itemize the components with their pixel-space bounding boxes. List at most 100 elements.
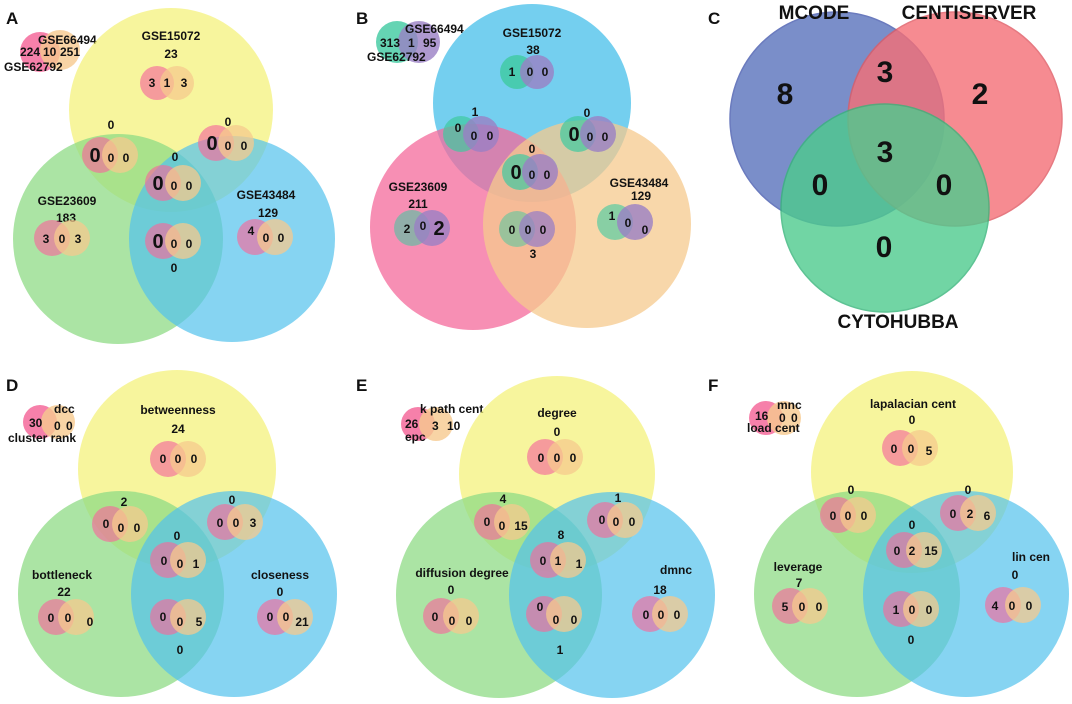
panel-label: D (6, 376, 18, 395)
subvenn-value: 0 (909, 603, 916, 617)
right-set-count: 0 (277, 585, 284, 599)
panel-label: F (708, 376, 718, 395)
right-set-count: 0 (1012, 568, 1019, 582)
top-left-count: 4 (500, 492, 507, 506)
subvenn-left: 0 0 0 (38, 599, 94, 635)
subvenn-value: 0 (542, 65, 549, 79)
bottom-count: 0 (177, 643, 184, 657)
subvenn-center: 0 1 1 (530, 542, 586, 578)
top-right-count: 0 (584, 106, 591, 120)
subvenn-value: 0 (225, 139, 232, 153)
mini-right-value: 95 (423, 36, 437, 50)
subvenn-value: 0 (206, 133, 217, 155)
subvenn-value: 3 (250, 516, 257, 530)
panel-label: B (356, 9, 368, 28)
mini-venn: k path cent 26 3 10 epc (401, 402, 483, 444)
left-set-count: 7 (796, 576, 803, 590)
subvenn-left: 5 0 0 (772, 588, 828, 624)
subvenn-value: 21 (295, 615, 309, 629)
subvenn-value: 0 (233, 516, 240, 530)
subvenn-value: 0 (263, 231, 270, 245)
subvenn-value: 4 (992, 599, 999, 613)
subvenn-value: 5 (782, 600, 789, 614)
mini-venn: GSE66494 224 10 251 GSE62792 (4, 30, 97, 74)
bottom-count: 3 (530, 247, 537, 261)
mini-right-set-name: k path cent (420, 402, 483, 416)
mini-middle-value: 10 (43, 45, 57, 59)
subvenn-value: 0 (161, 554, 168, 568)
top-left-count: 0 (848, 483, 855, 497)
mini-left-value: 313 (380, 36, 400, 50)
mini-right-value: 0 (791, 411, 798, 425)
subvenn-value: 1 (193, 557, 200, 571)
right-set-name: lin cen (1012, 550, 1050, 564)
left-set-name: diffusion degree (415, 566, 509, 580)
left-set-count: 211 (408, 197, 428, 211)
subvenn-value: 1 (555, 554, 562, 568)
subvenn-value: 0 (283, 610, 290, 624)
right-set-count: 129 (631, 189, 651, 203)
subvenn-center: 0 0 0 (502, 154, 558, 190)
subvenn-top-left: 0 0 0 (820, 497, 876, 533)
subvenn-top: 0 0 0 (527, 439, 583, 475)
panel-label: A (6, 9, 18, 28)
panel-label: E (356, 376, 367, 395)
subvenn-value: 0 (267, 610, 274, 624)
mini-right-set-name: mnc (777, 398, 802, 412)
subvenn-value: 1 (164, 76, 171, 90)
subvenn-value: 0 (48, 611, 55, 625)
subvenn-left: 2 0 2 (394, 210, 450, 246)
set-circle-cytohubba (780, 103, 990, 313)
subvenn-value: 0 (217, 516, 224, 530)
subvenn-value: 0 (529, 168, 536, 182)
subvenn-center: 0 2 15 (886, 532, 942, 568)
left-set-count: 0 (448, 583, 455, 597)
subvenn-value: 0 (527, 65, 534, 79)
subvenn-top: 3 1 3 (140, 66, 194, 100)
subvenn-bottom: 1 0 0 (883, 591, 939, 627)
subvenn-value: 0 (537, 600, 544, 614)
subvenn-value: 0 (658, 608, 665, 622)
subvenn-value: 0 (487, 129, 494, 143)
subvenn-value: 0 (570, 451, 577, 465)
right-set-name: GSE43484 (237, 188, 296, 202)
subvenn-right: 4 0 0 (985, 587, 1041, 623)
subvenn-value: 5 (196, 615, 203, 629)
subvenn-value: 5 (926, 444, 933, 458)
subvenn-value: 0 (134, 521, 141, 535)
subvenn-value: 0 (845, 509, 852, 523)
center-count: 0 (174, 529, 181, 543)
mini-right-value: 10 (447, 419, 461, 433)
subvenn-value: 0 (861, 509, 868, 523)
subvenn-value: 0 (160, 452, 167, 466)
subvenn-value: 0 (554, 451, 561, 465)
mini-middle-value: 0 (779, 411, 786, 425)
mini-left-set-name: GSE62792 (4, 60, 63, 74)
subvenn-value: 0 (894, 544, 901, 558)
top-left-count: 2 (121, 495, 128, 509)
subvenn-top-right: 0 0 0 (587, 502, 643, 538)
subvenn-value: 4 (248, 224, 255, 238)
subvenn-value: 0 (926, 603, 933, 617)
subvenn-value: 1 (609, 209, 616, 223)
subvenn-value: 0 (87, 615, 94, 629)
top-set-name: GSE15072 (503, 26, 562, 40)
subvenn-value: 0 (599, 513, 606, 527)
subvenn-value: 0 (950, 507, 957, 521)
subvenn-value: 0 (643, 608, 650, 622)
top-set-count: 38 (526, 43, 540, 57)
subvenn-value: 0 (510, 162, 521, 184)
top-set-name: betweenness (140, 403, 216, 417)
subvenn-left: 3 0 3 (34, 220, 90, 256)
mini-left-value: 26 (405, 417, 419, 431)
subvenn-value: 0 (186, 179, 193, 193)
subvenn-value: 0 (171, 237, 178, 251)
subvenn-value: 0 (123, 151, 130, 165)
subvenn-value: 0 (65, 611, 72, 625)
subvenn-value: 0 (642, 223, 649, 237)
subvenn-value: 0 (830, 509, 837, 523)
subvenn-value: 0 (177, 557, 184, 571)
subvenn-top-left: 0 0 0 (443, 116, 499, 152)
